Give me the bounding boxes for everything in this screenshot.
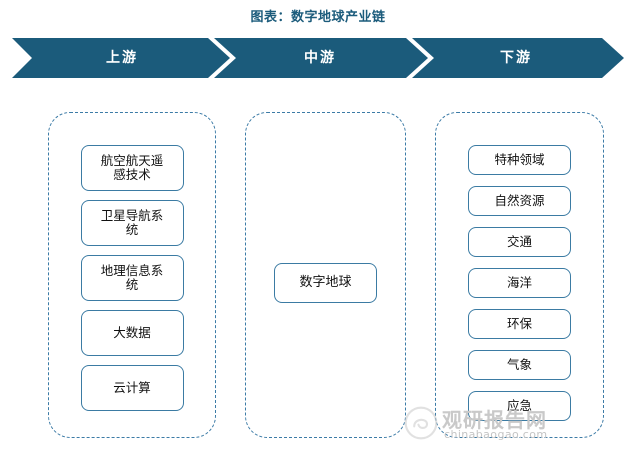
node-downstream-7: 应急 (468, 391, 571, 421)
stage-midstream: 数字地球 (245, 112, 406, 438)
stage-upstream: 航空航天遥 感技术 卫星导航系 统 地理信息系 统 大数据 云计算 (48, 112, 216, 438)
node-downstream-6: 气象 (468, 350, 571, 380)
banner-segment-3-shape (412, 38, 624, 78)
node-downstream-3: 交通 (468, 227, 571, 257)
node-downstream-2: 自然资源 (468, 186, 571, 216)
value-chain-banner: 上游 中游 下游 (12, 38, 624, 78)
node-downstream-5: 环保 (468, 309, 571, 339)
node-upstream-3: 地理信息系 统 (80, 255, 184, 301)
node-upstream-1: 航空航天遥 感技术 (80, 145, 184, 191)
stage-midstream-node-list: 数字地球 (246, 263, 405, 303)
banner-chevron-shape (12, 38, 624, 78)
node-upstream-5: 云计算 (80, 365, 184, 411)
page-title: 图表：数字地球产业链 (250, 10, 386, 25)
node-downstream-1: 特种领域 (468, 145, 571, 175)
banner-label-downstream: 下游 (500, 50, 532, 66)
swirl-circle-icon (404, 406, 438, 440)
stage-downstream: 特种领域 自然资源 交通 海洋 环保 气象 应急 (435, 112, 604, 438)
banner-segment-1-shape (12, 38, 230, 78)
stage-upstream-node-list: 航空航天遥 感技术 卫星导航系 统 地理信息系 统 大数据 云计算 (49, 145, 215, 420)
node-downstream-4: 海洋 (468, 268, 571, 298)
node-upstream-2: 卫星导航系 统 (80, 200, 184, 246)
banner-segment-2-shape (214, 38, 428, 78)
stage-downstream-node-list: 特种领域 自然资源 交通 海洋 环保 气象 应急 (436, 145, 603, 432)
node-upstream-4: 大数据 (80, 310, 184, 356)
banner-label-upstream: 上游 (106, 50, 138, 66)
node-midstream-1: 数字地球 (274, 263, 377, 303)
banner-label-midstream: 中游 (304, 50, 336, 66)
